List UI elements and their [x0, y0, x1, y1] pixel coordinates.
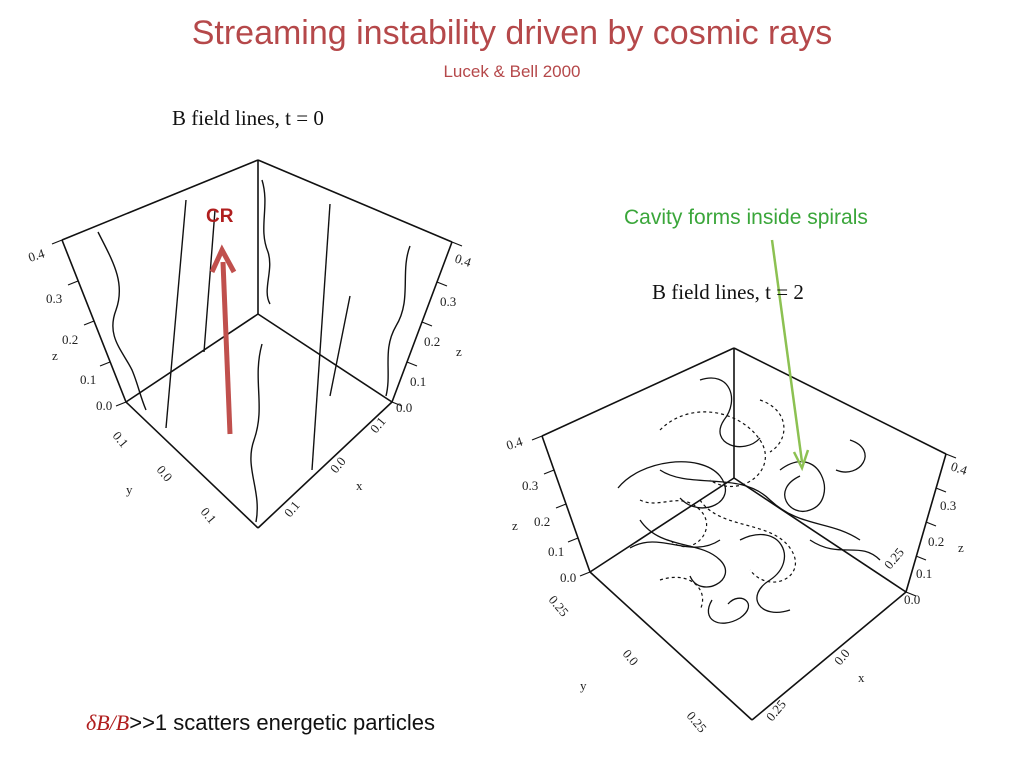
- field-line: [203, 209, 216, 353]
- cavity-arrow: [770, 239, 810, 472]
- field-line: [97, 231, 147, 411]
- left-3d-box: [61, 159, 453, 529]
- field-line: [617, 461, 727, 509]
- left-z-label: z: [52, 348, 58, 363]
- left-x-tick: 0.0: [327, 454, 349, 476]
- left-z-tick-right: 0.3: [440, 294, 456, 309]
- cavity-annotation: Cavity forms inside spirals: [624, 206, 868, 229]
- field-line-dashed: [639, 499, 708, 548]
- right-3d-box: [541, 347, 947, 721]
- left-floor-back-right: [257, 313, 393, 403]
- right-z-axis-ticks: [531, 435, 957, 597]
- field-line: [809, 539, 881, 561]
- right-z-tick-right: 0.4: [949, 459, 970, 478]
- field-line: [629, 539, 721, 549]
- right-z-tick-right: 0.0: [904, 592, 920, 607]
- left-top-left-edge: [61, 159, 259, 241]
- left-plot-title: B field lines, t = 0: [172, 106, 324, 130]
- left-z-tick: 0.0: [96, 398, 112, 413]
- field-line: [385, 245, 411, 397]
- field-line: [329, 295, 351, 397]
- right-plot-title: B field lines, t = 2: [652, 280, 804, 304]
- right-floor-front-left: [589, 571, 753, 721]
- right-field-lines: [617, 377, 881, 624]
- right-z-tick-right: 0.1: [916, 566, 932, 581]
- left-z-label-right: z: [456, 344, 462, 359]
- field-line-dashed: [699, 499, 797, 583]
- left-z-tick-right: 0.4: [453, 251, 474, 270]
- left-z-tick: 0.3: [46, 291, 62, 306]
- right-floor-front-right: [751, 591, 907, 721]
- right-tick-labels: 0.4 0.3 0.2 0.1 0.0 z 0.4 0.3 0.2 0.1 0.…: [504, 433, 969, 735]
- field-line: [311, 203, 331, 471]
- left-z-tick: 0.4: [26, 245, 47, 264]
- field-line: [261, 179, 271, 305]
- field-line: [250, 343, 263, 523]
- left-y-label: y: [126, 482, 133, 497]
- right-z-label: z: [512, 518, 518, 533]
- left-floor-back-left: [125, 313, 259, 403]
- right-y-tick: 0.25: [684, 708, 710, 735]
- left-z-tick-right: 0.2: [424, 334, 440, 349]
- bottom-caption: δB/B>>1 scatters energetic particles: [86, 710, 435, 736]
- right-x-tick: 0.25: [763, 697, 789, 724]
- field-line: [739, 533, 791, 613]
- right-field-lines-dashed: [639, 399, 797, 611]
- left-y-tick: 0.1: [110, 428, 132, 450]
- left-top-right-edge: [257, 159, 453, 243]
- right-x-tick: 0.0: [831, 646, 853, 668]
- right-z-tick: 0.0: [560, 570, 576, 585]
- left-y-tick: 0.1: [198, 504, 220, 526]
- slide-title: Streaming instability driven by cosmic r…: [191, 14, 833, 52]
- left-z-tick: 0.2: [62, 332, 78, 347]
- right-y-tick: 0.25: [546, 592, 572, 619]
- left-x-tick: 0.1: [367, 414, 389, 436]
- left-floor-front-left: [125, 401, 259, 529]
- cr-label: CR: [206, 206, 234, 227]
- right-floor-back-left: [589, 477, 735, 573]
- field-line: [639, 519, 727, 588]
- right-z-tick: 0.1: [548, 544, 564, 559]
- field-line-dashed: [659, 576, 704, 611]
- field-line: [165, 199, 187, 429]
- field-line: [707, 597, 750, 624]
- right-x-label: x: [858, 670, 865, 685]
- b-over-b: B/B: [96, 710, 130, 735]
- field-line-dashed: [759, 399, 785, 453]
- left-z-tick-right: 0.1: [410, 374, 426, 389]
- left-floor-front-right: [257, 401, 393, 529]
- left-y-tick: 0.0: [154, 462, 176, 484]
- field-line-dashed: [659, 411, 766, 488]
- left-z-tick-labels: 0.4 0.3 0.2 0.1 0.0 z 0.4 0.3 0.2 0.1 0.…: [26, 245, 473, 526]
- left-z-tick-right: 0.0: [396, 400, 412, 415]
- right-z-tick-right: 0.3: [940, 498, 956, 513]
- right-floor-back-right: [733, 477, 907, 593]
- right-y-tick: 0.0: [620, 646, 642, 668]
- delta-symbol: δ: [86, 710, 97, 735]
- right-x-tick: 0.25: [881, 545, 907, 572]
- right-z-label-right: z: [958, 540, 964, 555]
- right-z-tick: 0.4: [504, 433, 525, 452]
- right-top-right-edge: [733, 347, 947, 455]
- right-y-label: y: [580, 678, 587, 693]
- right-wall-right-edge: [905, 453, 947, 593]
- field-line: [779, 461, 826, 513]
- right-z-tick-right: 0.2: [928, 534, 944, 549]
- left-x-tick: 0.1: [281, 498, 303, 520]
- left-x-label: x: [356, 478, 363, 493]
- field-line: [835, 439, 866, 473]
- left-z-axis-ticks: [51, 239, 463, 407]
- slide-subtitle: Lucek & Bell 2000: [443, 62, 581, 81]
- field-line: [659, 469, 861, 541]
- field-line: [699, 377, 761, 448]
- right-z-tick: 0.3: [522, 478, 538, 493]
- right-z-tick: 0.2: [534, 514, 550, 529]
- left-field-lines: [97, 179, 411, 523]
- bottom-caption-text: >>1 scatters energetic particles: [129, 710, 435, 735]
- cr-arrow: [209, 244, 237, 435]
- right-top-left-edge: [541, 347, 735, 437]
- left-z-tick: 0.1: [80, 372, 96, 387]
